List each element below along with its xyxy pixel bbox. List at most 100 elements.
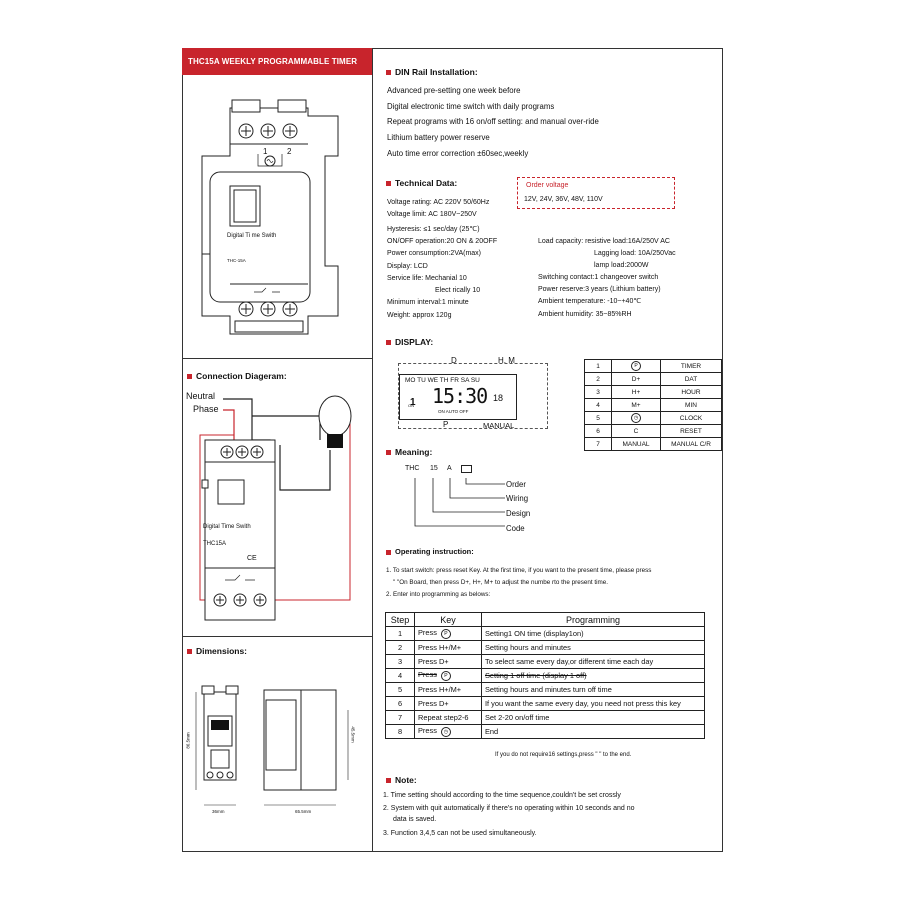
tech-left-line: Voltage limit: AC 180V~250V bbox=[387, 211, 477, 218]
note-line: 1. Time setting should according to the … bbox=[383, 792, 621, 799]
step-key: Press D+ bbox=[414, 696, 482, 711]
step-key: Press◷ bbox=[414, 724, 482, 739]
key-name: TIMER bbox=[660, 359, 722, 373]
lcd-modes: ON AUTO OFF bbox=[438, 409, 469, 414]
divider-2 bbox=[182, 636, 372, 637]
p-button-icon: P bbox=[631, 361, 641, 371]
key-symbol: ◷ bbox=[611, 411, 661, 425]
step-key: Press D+ bbox=[414, 654, 482, 669]
lcd-one: 1 bbox=[410, 397, 416, 408]
dimension-height: 86.5mm bbox=[185, 732, 191, 749]
tech-left-line: Elect rically 10 bbox=[435, 287, 481, 294]
key-row: 1 P TIMER bbox=[584, 359, 722, 373]
meaning-lines bbox=[414, 478, 505, 527]
operating-footnote: If you do not require16 settings,press "… bbox=[495, 752, 632, 758]
lcd-time: 15:30 bbox=[432, 384, 488, 408]
tech-right-line: lamp load:2000W bbox=[594, 262, 649, 269]
meaning-title: Meaning: bbox=[386, 447, 432, 457]
step-programming: Setting 1 off time (display 1 off) bbox=[481, 668, 705, 683]
note-title: Note: bbox=[386, 775, 417, 785]
key-name: MIN bbox=[660, 398, 722, 412]
step-key: Repeat step2-6 bbox=[414, 710, 482, 725]
note-line: 2. System with quit automatically if the… bbox=[383, 805, 635, 812]
column-divider bbox=[372, 48, 373, 851]
key-number: 5 bbox=[584, 411, 612, 425]
device-label: Digital Ti me Swith bbox=[227, 233, 277, 239]
key-name: CLOCK bbox=[660, 411, 722, 425]
tech-left-line: Voltage rating: AC 220V 50/60Hz bbox=[387, 199, 490, 206]
key-number: 6 bbox=[584, 424, 612, 438]
key-name: DAT bbox=[660, 372, 722, 386]
din-title: DIN Rail Installation: bbox=[386, 67, 478, 77]
device-illustration bbox=[201, 99, 339, 335]
order-voltage-values: 12V, 24V, 36V, 48V, 110V bbox=[524, 196, 603, 203]
tech-left-line: Display: LCD bbox=[387, 263, 428, 270]
operating-line-2: 2. Enter into programming as belows: bbox=[386, 591, 491, 598]
dimension-width: 36mm bbox=[212, 809, 225, 814]
meaning-label: Code bbox=[506, 524, 525, 533]
step-programming: Setting1 ON time (display1on) bbox=[481, 626, 705, 641]
step-programming: Setting hours and minutes turn off time bbox=[481, 682, 705, 697]
lcd-label-d: D bbox=[451, 356, 457, 365]
note-line: data is saved. bbox=[393, 816, 437, 823]
meaning-code-3: A bbox=[447, 465, 452, 472]
lcd-display-outline: MO TU WE TH FR SA SU ON 1 15:30 18 ON AU… bbox=[398, 363, 548, 429]
key-symbol: C bbox=[611, 424, 661, 438]
connection-model: THC15A bbox=[203, 541, 227, 547]
din-line: Digital electronic time switch with dail… bbox=[387, 102, 555, 111]
key-number: 1 bbox=[584, 359, 612, 373]
dimension-depth: 65.5mm bbox=[295, 809, 312, 814]
key-symbol: H+ bbox=[611, 385, 661, 399]
order-voltage-box: Order voltage 12V, 24V, 36V, 48V, 110V bbox=[517, 177, 675, 209]
col-programming: Programming bbox=[481, 612, 705, 627]
key-number: 4 bbox=[584, 398, 612, 412]
tech-left-line: Hysteresis: ≤1 sec/day (25℃) bbox=[387, 226, 480, 233]
dimensions-drawing bbox=[195, 685, 349, 806]
key-name: HOUR bbox=[660, 385, 722, 399]
key-row: 5◷CLOCK bbox=[584, 411, 722, 425]
device-model: THC-15A bbox=[227, 258, 246, 263]
key-name: MANUAL C/R bbox=[660, 437, 722, 451]
step-number: 2 bbox=[385, 640, 415, 655]
col-step: Step bbox=[385, 612, 415, 627]
step-number: 4 bbox=[385, 668, 415, 683]
dimensions-title: Dimensions: bbox=[187, 646, 247, 656]
title-banner: THC15A WEEKLY PROGRAMMABLE TIMER bbox=[182, 48, 372, 75]
key-symbol: D+ bbox=[611, 372, 661, 386]
step-number: 5 bbox=[385, 682, 415, 697]
order-voltage-title: Order voltage bbox=[526, 182, 569, 189]
tech-left-line: Power consumption:2VA(max) bbox=[387, 250, 482, 257]
page-title: THC15A WEEKLY PROGRAMMABLE TIMER bbox=[188, 57, 358, 66]
clock-icon: ◷ bbox=[440, 726, 451, 737]
connection-diagram bbox=[199, 395, 352, 621]
key-number: 7 bbox=[584, 437, 612, 451]
connection-title: Connection Diageram: bbox=[187, 371, 287, 381]
divider-1 bbox=[182, 358, 372, 359]
tech-right-line: Ambient temperature: -10~+40℃ bbox=[538, 298, 642, 305]
tech-left-line: Minimum interval:1 minute bbox=[387, 299, 469, 306]
meaning-code-2: 15 bbox=[430, 465, 438, 472]
meaning-label: Wiring bbox=[506, 494, 529, 503]
display-title: DISPLAY: bbox=[386, 337, 433, 347]
operating-line-1b: " "On Board, then press D+, H+, M+ to ad… bbox=[393, 579, 609, 586]
key-number: 2 bbox=[584, 372, 612, 386]
phase-label: Phase bbox=[193, 404, 219, 414]
tech-right-line: Ambient humidity: 35~85%RH bbox=[538, 311, 632, 318]
operating-title: Operating instruction: bbox=[386, 547, 474, 556]
tech-left-line: ON/OFF operation:20 ON & 20OFF bbox=[387, 238, 498, 245]
note-line: 3. Function 3,4,5 can not be used simult… bbox=[383, 830, 537, 837]
step-number: 6 bbox=[385, 696, 415, 711]
